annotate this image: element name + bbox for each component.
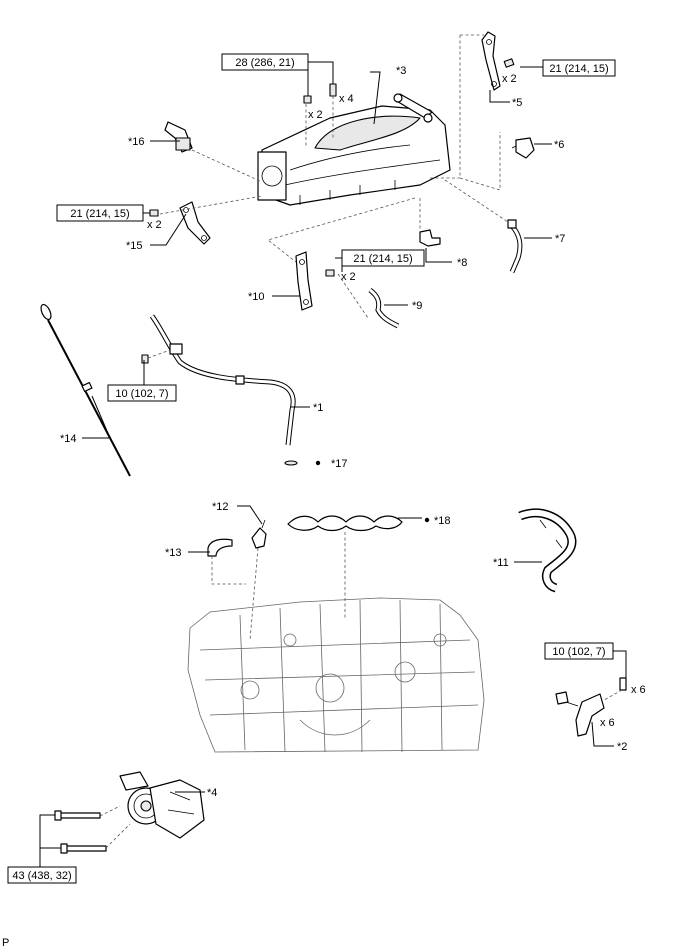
- dipstick: [40, 303, 131, 477]
- qty-upper-bracket-x2: x 2: [502, 73, 517, 85]
- power-steering-pump: [54, 771, 205, 854]
- torque-text-coil: 10 (102, 7): [552, 646, 605, 658]
- callout-9: *9: [412, 300, 422, 312]
- callout-7: *7: [555, 233, 565, 245]
- qty-intake-x2: x 2: [308, 109, 323, 121]
- bracket-10: [295, 251, 313, 311]
- callout-6: *6: [554, 139, 564, 151]
- callout-3: *3: [396, 65, 406, 77]
- intake-manifold: [257, 93, 451, 206]
- torque-text-intake: 28 (286, 21): [235, 57, 294, 69]
- hose-6: [511, 137, 535, 159]
- torque-text-hose: 10 (102, 7): [115, 388, 168, 400]
- torque-box-pipe-bracket: 21 (214, 15): [341, 249, 425, 267]
- callout-13: *13: [165, 547, 182, 559]
- bracket-16: [164, 121, 193, 153]
- hose-7: [507, 219, 523, 274]
- hose-12: [251, 519, 267, 549]
- torque-box-coil: 10 (102, 7): [544, 642, 614, 660]
- callout-2: *2: [617, 741, 627, 753]
- hose-13: [207, 538, 233, 557]
- upper-bracket: [481, 31, 501, 91]
- hose-11: [518, 508, 577, 593]
- qty-coil-x6: x 6: [600, 717, 615, 729]
- replace-dot-17: [315, 460, 321, 466]
- hose-9: [368, 288, 400, 329]
- torque-text-left-bracket: 21 (214, 15): [70, 208, 129, 220]
- assembly-lines: [99, 34, 623, 849]
- intake-gasket: [287, 515, 403, 532]
- qty-intake-x4: x 4: [339, 93, 354, 105]
- callout-10: *10: [248, 291, 265, 303]
- qty-coil-bolt-x6: x 6: [631, 684, 646, 696]
- callout-1: *1: [313, 402, 323, 414]
- o-ring-17: [284, 460, 298, 466]
- callout-4: *4: [207, 787, 217, 799]
- callout-14: *14: [60, 433, 77, 445]
- footer-mark: P: [2, 937, 9, 949]
- bolts: [141, 58, 515, 364]
- replace-dot-18: [424, 517, 430, 523]
- torque-text-pump: 43 (438, 32): [12, 870, 71, 882]
- callout-11: *11: [493, 557, 509, 569]
- hose-8: [419, 229, 441, 247]
- callout-12: *12: [212, 501, 229, 513]
- torque-box-left-bracket: 21 (214, 15): [56, 204, 144, 222]
- leader-lines: [39, 61, 627, 867]
- callout-18: *18: [434, 515, 451, 527]
- torque-box-hose: 10 (102, 7): [107, 384, 177, 402]
- callout-8: *8: [457, 257, 467, 269]
- engine-block: [187, 597, 485, 753]
- callout-5: *5: [512, 97, 522, 109]
- torque-text-pipe-bracket: 21 (214, 15): [353, 253, 412, 265]
- qty-pipe-bracket-x2: x 2: [341, 271, 356, 283]
- torque-box-intake: 28 (286, 21): [221, 53, 309, 71]
- callout-17: *17: [331, 458, 348, 470]
- callout-15: *15: [126, 240, 143, 252]
- callout-16: *16: [128, 136, 145, 148]
- ignition-coil: [555, 677, 627, 737]
- torque-text-upper-bracket: 21 (214, 15): [549, 63, 608, 75]
- bracket-15: [179, 201, 211, 245]
- torque-box-upper-bracket: 21 (214, 15): [542, 59, 616, 77]
- torque-box-pump: 43 (438, 32): [7, 866, 77, 884]
- qty-left-bracket-x2: x 2: [147, 219, 162, 231]
- dipstick-guide: [149, 314, 296, 446]
